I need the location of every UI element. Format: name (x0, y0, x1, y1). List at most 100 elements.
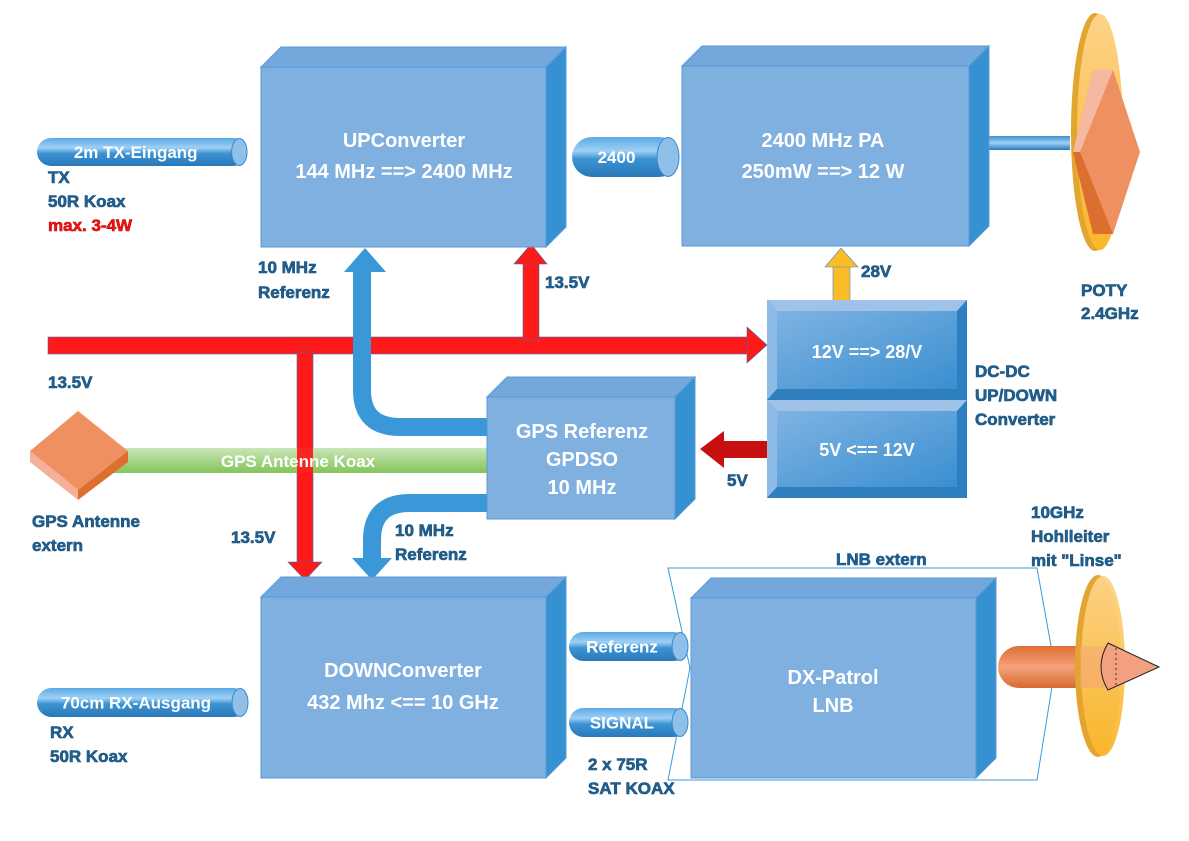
box-front (260, 66, 547, 248)
box-front (681, 65, 970, 247)
box-top (259, 46, 568, 68)
box-side (545, 45, 567, 249)
rx-output-cable[interactable]: 70cm RX-Ausgang (37, 688, 249, 717)
poty-antenna (985, 13, 1140, 251)
gps-antenna-label-2: extern (32, 536, 83, 555)
rx-coax-label: 50R Koax (50, 747, 128, 766)
gps-ref-title: GPS Referenz (516, 421, 648, 443)
rx-label: RX (50, 723, 74, 742)
pa-title: 2400 MHz PA (761, 130, 884, 152)
box-side (545, 575, 567, 780)
cable-end (656, 137, 680, 177)
voltage-bus-label: 13.5V (48, 373, 93, 392)
signal-cable[interactable]: SIGNAL (569, 708, 689, 737)
cable-label: SIGNAL (590, 714, 654, 733)
downconverter-title: DOWNConverter (324, 660, 482, 682)
dcdc-up-block[interactable]: 12V ==> 28/V (767, 300, 967, 400)
cable-body (37, 688, 248, 717)
cable-body (572, 137, 679, 177)
tx-label: TX (48, 168, 70, 187)
box-front (260, 596, 547, 779)
upconverter-subtitle: 144 MHz ==> 2400 MHz (295, 161, 512, 183)
lnb-subtitle: LNB (812, 695, 853, 717)
box-top (485, 376, 697, 398)
cable-body (37, 138, 247, 166)
gps-coax-label: GPS Antenne Koax (221, 452, 376, 471)
sat-coax-label-2: SAT KOAX (588, 779, 675, 798)
reference-up-path (344, 248, 487, 436)
dcdc-up-text: 12V ==> 28/V (812, 342, 923, 362)
upconverter-title: UPConverter (343, 130, 465, 152)
horn-lens-antenna (998, 575, 1161, 757)
dcdc-converter: 12V ==> 28/V 5V <== 12V (767, 300, 967, 498)
arrow-28v (824, 247, 859, 303)
cable-label: 70cm RX-Ausgang (61, 694, 211, 713)
cable-label: 2400 (598, 148, 636, 167)
upconverter-block[interactable] (259, 45, 568, 249)
horn-label-3: mit "Linse" (1031, 551, 1122, 570)
cable-end (671, 632, 689, 661)
lnb-block[interactable] (689, 576, 998, 780)
arrow-up-13v (513, 243, 548, 265)
downconverter-subtitle: 432 Mhz <== 10 GHz (307, 692, 499, 714)
gps-antenna-label-1: GPS Antenne (32, 512, 140, 531)
bus-arrowhead (746, 326, 768, 364)
arrow-5v (700, 431, 767, 468)
dcdc-label-3: Converter (975, 410, 1056, 429)
ref-up-label-1: 10 MHz (258, 258, 317, 277)
gps-ref-subtitle: GPDSO (546, 449, 618, 471)
box-side (674, 375, 696, 521)
horn-label-2: Hohlleiter (1031, 527, 1110, 546)
poty-label-1: POTY (1081, 281, 1128, 300)
pa-antenna-link (985, 136, 1070, 150)
gps-ref-frequency: 10 MHz (548, 477, 617, 499)
tx-input-cable[interactable]: 2m TX-Eingang (37, 138, 248, 166)
tx-max-power-label: max. 3-4W (48, 216, 133, 235)
cable-body (569, 632, 688, 661)
poty-label-2: 2.4GHz (1081, 304, 1139, 323)
power-bus (47, 243, 768, 581)
box-side (975, 576, 997, 780)
voltage-28v-label: 28V (861, 262, 892, 281)
gps-antenna-icon (30, 411, 128, 500)
tx-coax-label: 50R Koax (48, 192, 126, 211)
box-top (689, 577, 998, 599)
sat-coax-label-1: 2 x 75R (588, 755, 648, 774)
pa-block[interactable] (680, 44, 991, 248)
cable-end (231, 138, 248, 166)
lnb-extern-outline (667, 567, 1056, 781)
voltage-upconverter-label: 13.5V (545, 273, 590, 292)
horn-label-1: 10GHz (1031, 503, 1084, 522)
dcdc-down-text: 5V <== 12V (819, 440, 915, 460)
box-side (968, 44, 990, 248)
cable-end (671, 708, 689, 737)
arrow-down-13v (287, 561, 323, 581)
box-top (680, 45, 991, 67)
box-front (486, 396, 676, 520)
lnb-extern-label: LNB extern (836, 550, 927, 569)
dcdc-label-2: UP/DOWN (975, 386, 1057, 405)
gps-reference-block[interactable] (485, 375, 697, 521)
link-2400-cable[interactable]: 2400 (572, 137, 680, 177)
voltage-5v-label: 5V (727, 471, 748, 490)
cable-label: 2m TX-Eingang (74, 143, 198, 162)
lnb-title: DX-Patrol (787, 667, 878, 689)
dcdc-down-block[interactable]: 5V <== 12V (767, 400, 967, 498)
ref-down-label-1: 10 MHz (395, 521, 454, 540)
blocks (259, 44, 998, 780)
lens-icon (1100, 642, 1161, 691)
box-top (259, 576, 568, 598)
box-front (690, 597, 977, 779)
downconverter-block[interactable] (259, 575, 568, 780)
cable-label: Referenz (586, 638, 658, 657)
cable-end (231, 688, 249, 717)
ref-down-label-2: Referenz (395, 545, 467, 564)
referenz-cable[interactable]: Referenz (569, 632, 689, 661)
cable-body (569, 708, 688, 737)
ref-up-label-2: Referenz (258, 283, 330, 302)
dcdc-label-1: DC-DC (975, 362, 1030, 381)
voltage-downconverter-label: 13.5V (231, 528, 276, 547)
pa-subtitle: 250mW ==> 12 W (742, 161, 905, 183)
